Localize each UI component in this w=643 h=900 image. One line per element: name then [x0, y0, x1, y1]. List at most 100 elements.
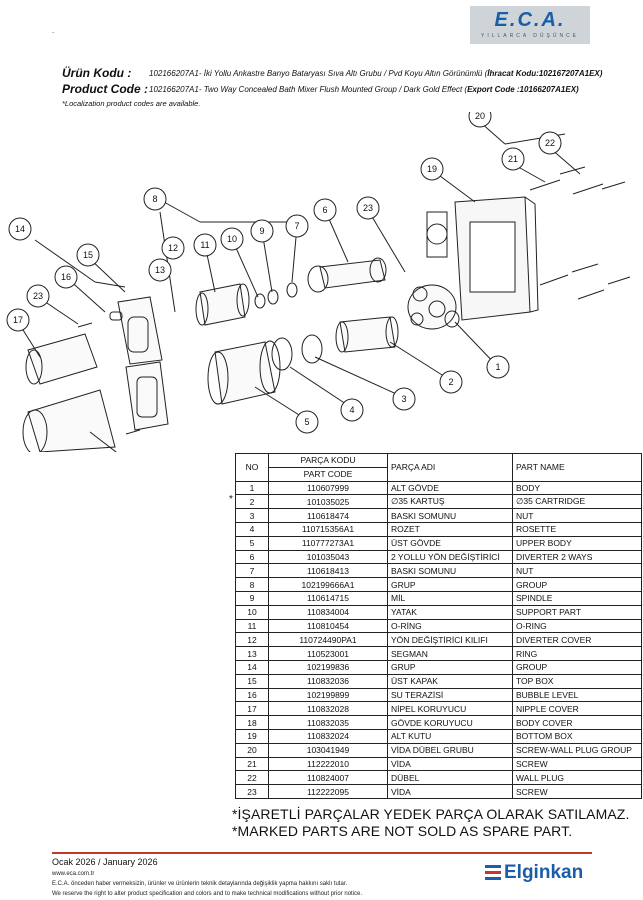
part-name-en: SPINDLE	[512, 590, 642, 606]
svg-text:15: 15	[83, 250, 93, 260]
part-code: 101035025	[268, 494, 388, 510]
part-name-tr: GRUP	[387, 577, 513, 592]
svg-text:14: 14	[15, 224, 25, 234]
callout-13: 13	[148, 258, 172, 282]
part-no: 18	[235, 715, 269, 730]
part-code: 102199899	[268, 687, 388, 703]
part-name-en: O-RING	[512, 618, 642, 634]
part-name-en: GROUP	[512, 659, 642, 675]
part-name-en: NUT	[512, 508, 642, 523]
elginkan-logo-text: Elginkan	[504, 862, 584, 883]
upper-body-drawing	[207, 340, 281, 405]
bottom-box-drawing	[426, 196, 539, 321]
svg-text:9: 9	[259, 226, 264, 236]
body-drawing	[407, 284, 460, 330]
exploded-parts-diagram: 1 2 3 4 5 6 7 8 9 10 11 12 13 14 15 16 1…	[6, 112, 631, 452]
footer-date: Ocak 2026 / January 2026	[52, 857, 158, 867]
callout-19: 19	[420, 157, 444, 181]
product-code-value-en: 102166207A1- Two Way Concealed Bath Mixe…	[149, 85, 579, 94]
nut-3-drawing	[301, 334, 323, 364]
svg-text:7: 7	[294, 221, 299, 231]
callout-12: 12	[161, 236, 185, 260]
nut-drawing	[307, 265, 329, 293]
product-code-label-en: Product Code :	[62, 82, 148, 96]
part-name-en: GROUP	[512, 577, 642, 592]
part-code: 110824007	[268, 770, 388, 786]
part-name-en: RING	[512, 646, 642, 661]
header-part-code-tr: PARÇA KODU	[268, 453, 388, 468]
part-no: 19	[235, 728, 269, 744]
part-code: 110618413	[268, 563, 388, 579]
callout-4: 4	[340, 398, 364, 422]
part-name-en: NIPPLE COVER	[512, 701, 642, 717]
part-no: 20	[235, 742, 269, 758]
svg-text:13: 13	[155, 265, 165, 275]
svg-text:8: 8	[152, 194, 157, 204]
part-code: 102199836	[268, 659, 388, 675]
part-name-en: DIVERTER 2 WAYS	[512, 549, 642, 565]
header-no: NO	[235, 453, 269, 482]
header-part-name-tr: PARÇA ADI	[387, 453, 513, 482]
part-name-tr: O-RİNG	[387, 618, 513, 634]
header-part-name-en: PART NAME	[512, 453, 642, 482]
diverter-drawing	[319, 257, 387, 289]
callout-10: 10	[220, 227, 244, 251]
part-name-en: NUT	[512, 563, 642, 579]
parts-table: NO PARÇA KODU PARÇA ADI PART NAME PART C…	[235, 453, 642, 799]
part-name-tr: ∅35 KARTUŞ	[387, 494, 513, 510]
header-part-code-en: PART CODE	[268, 466, 388, 482]
stray-dot: .	[52, 26, 55, 35]
footer-disclaimer-tr: E.C.A. önceden haber vermeksizin, ürünle…	[52, 881, 348, 887]
svg-text:19: 19	[427, 164, 437, 174]
svg-text:10: 10	[227, 234, 237, 244]
part-name-tr: VİDA DÜBEL GRUBU	[387, 742, 513, 758]
diverter-cover-drawing	[195, 283, 250, 326]
part-name-en: SCREW	[512, 756, 642, 772]
callout-2: 2	[439, 370, 463, 394]
part-name-en: SCREW-WALL PLUG GROUP	[512, 742, 642, 758]
part-name-en: UPPER BODY	[512, 535, 642, 551]
part-code: 112222095	[268, 784, 388, 799]
part-name-tr: GÖVDE KORUYUCU	[387, 715, 513, 730]
part-name-tr: BASKI SOMUNU	[387, 508, 513, 523]
part-code: 103041949	[268, 742, 388, 758]
callout-6: 6	[313, 198, 337, 222]
cartridge-drawing	[335, 316, 399, 353]
part-no: 23	[235, 784, 269, 799]
part-code: 110523001	[268, 646, 388, 661]
part-name-tr: ÜST KAPAK	[387, 673, 513, 689]
part-no: 12	[235, 632, 269, 648]
localization-note: *Localization product codes are availabl…	[62, 99, 201, 108]
part-name-tr: BASKI SOMUNU	[387, 563, 513, 579]
part-name-tr: VİDA	[387, 756, 513, 772]
part-name-tr: SU TERAZİSİ	[387, 687, 513, 703]
svg-text:23: 23	[363, 203, 373, 213]
svg-text:2: 2	[448, 377, 453, 387]
part-code: 110614715	[268, 590, 388, 606]
callout-5: 5	[295, 410, 319, 434]
part-name-tr: NİPEL KORUYUCU	[387, 701, 513, 717]
part-code: 102199666A1	[268, 577, 388, 592]
part-name-tr: ALT GÖVDE	[387, 480, 513, 496]
part-code: 110810454	[268, 618, 388, 634]
footer-url[interactable]: www.eca.com.tr	[52, 871, 95, 877]
part-no: 15	[235, 673, 269, 689]
part-no: 6	[235, 549, 269, 565]
part-code: 110832036	[268, 673, 388, 689]
part-no: 4	[235, 521, 269, 537]
svg-text:22: 22	[545, 138, 555, 148]
part-no: 11	[235, 618, 269, 634]
callout-22: 22	[538, 131, 562, 155]
nipple-cover-drawing	[25, 333, 98, 385]
callout-15: 15	[76, 243, 100, 267]
part-name-en: DIVERTER COVER	[512, 632, 642, 648]
